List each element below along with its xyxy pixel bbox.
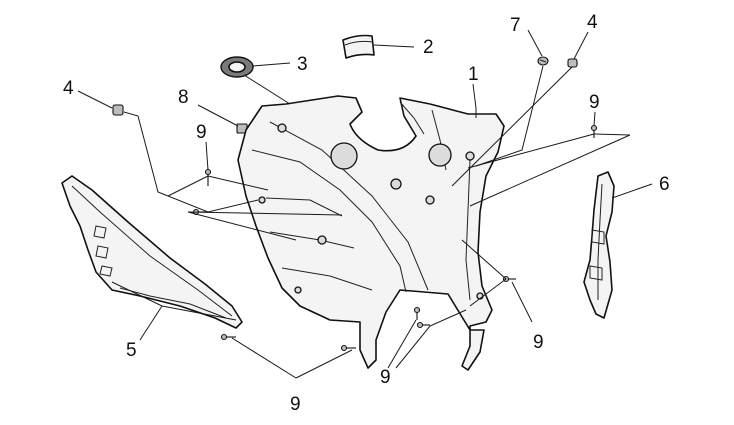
screw-9-upper-right bbox=[590, 124, 598, 138]
callout-5: 5 bbox=[126, 340, 137, 361]
callout-3: 3 bbox=[297, 54, 308, 75]
callout-4-left: 4 bbox=[63, 78, 74, 99]
leader-lines bbox=[77, 29, 653, 379]
callout-2: 2 bbox=[423, 37, 434, 58]
screw-9-bottom-mid bbox=[340, 344, 356, 352]
part-7-screw bbox=[537, 56, 549, 66]
callout-6: 6 bbox=[659, 174, 670, 195]
screw-9-bottom-center-1 bbox=[413, 306, 421, 320]
callout-9-bottom: 9 bbox=[290, 394, 301, 415]
callout-4-right: 4 bbox=[587, 12, 598, 33]
callout-9-upper-left: 9 bbox=[196, 122, 207, 143]
callout-labels: 1 2 3 4 4 5 6 7 8 9 9 9 9 9 bbox=[63, 12, 670, 415]
callout-9-right-mid: 9 bbox=[533, 332, 544, 353]
part-4-nut-right bbox=[567, 58, 578, 68]
screw-9-upper-left-1 bbox=[204, 168, 212, 186]
callout-9-bottom-center: 9 bbox=[380, 367, 391, 388]
part-3-grommet bbox=[220, 56, 254, 78]
screw-9-bottom-left bbox=[220, 333, 236, 341]
callout-9-upper-right: 9 bbox=[589, 92, 600, 113]
callout-8: 8 bbox=[178, 87, 189, 108]
callout-1: 1 bbox=[468, 64, 479, 85]
part-9-screws bbox=[192, 124, 598, 352]
part-2-clip bbox=[342, 34, 375, 59]
callout-7: 7 bbox=[510, 15, 521, 36]
part-4-nut-left bbox=[112, 104, 124, 116]
screw-9-bottom-center-2 bbox=[416, 321, 430, 329]
part-1-front-cover bbox=[237, 95, 505, 371]
part-6-right-bracket bbox=[583, 171, 615, 319]
part-5-left-panel bbox=[61, 175, 243, 329]
